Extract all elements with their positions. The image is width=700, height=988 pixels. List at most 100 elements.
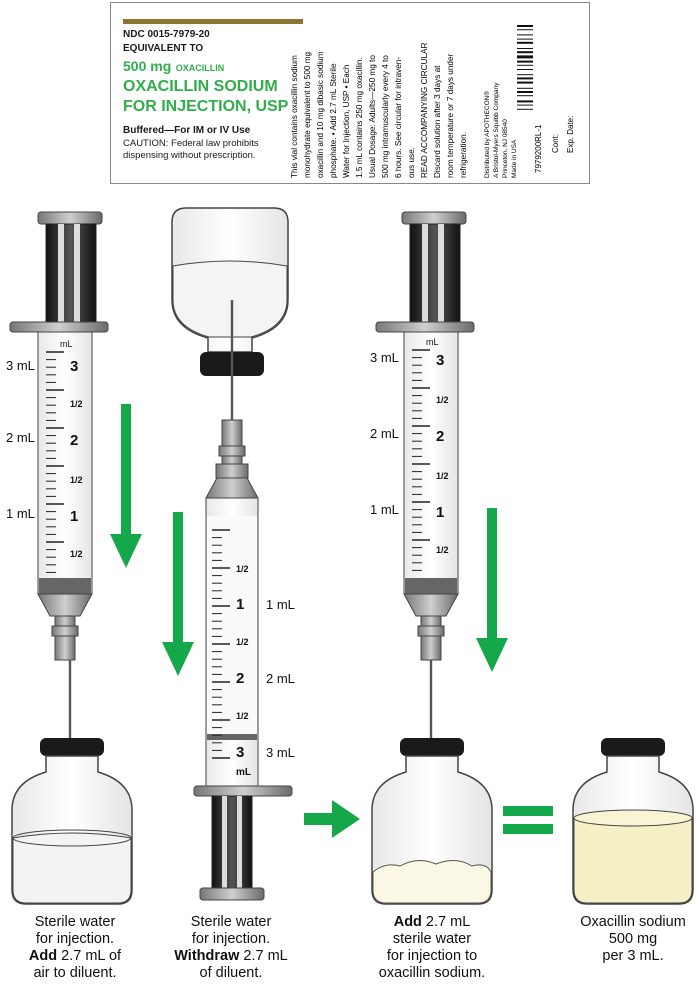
equivalent-text: EQUIVALENT TO [123, 43, 204, 54]
scale-number: 1 [70, 508, 78, 525]
caption-line: of diluent. [199, 965, 263, 981]
distributor-line: Princeton, NJ 08540 [502, 119, 509, 178]
label-gold-bar [123, 19, 303, 24]
scale-unit: mL [60, 339, 73, 349]
barcode-bar [517, 38, 533, 40]
caption-line: Oxacillin sodium [580, 914, 686, 930]
label-side-line: This vial contains oxacillin sodium [290, 55, 299, 178]
powder [372, 860, 492, 904]
label-side-line: Discard solution after 3 days at [433, 65, 442, 178]
arrow-down-3 [476, 508, 508, 672]
barcode-bar [517, 51, 533, 54]
barrel-flange [9, 321, 109, 333]
vial-1-sterile-water [11, 738, 133, 905]
caption-line: sterile water [392, 931, 472, 947]
equals-sign [503, 806, 553, 834]
s1-label-2ml: 2 mL [6, 430, 35, 445]
plunger-rod [211, 795, 253, 889]
drug-name-line1: OXACILLIN SODIUM [123, 78, 278, 95]
s1-label-3ml: 3 mL [6, 358, 35, 373]
caption-line: Add 2.7 mL of [0, 948, 150, 965]
arrow-down-1 [110, 404, 142, 568]
plunger-stopper-bottom [207, 734, 257, 740]
caption-text: 2.7 mL of [57, 948, 122, 964]
cont-label: Cont: [551, 134, 560, 153]
inverted-liquid [172, 260, 288, 338]
vial-cap [400, 738, 464, 756]
vial-cap [601, 738, 665, 756]
caption-line: oxacillin sodium. [378, 965, 486, 981]
scale-number: 1 [436, 504, 444, 521]
scale-number: 1/2 [70, 475, 83, 485]
strength-value: 500 mg [123, 58, 172, 74]
scale-number: 1/2 [436, 545, 449, 555]
buffered-text: Buffered—For IM or IV Use [123, 125, 251, 136]
barcode-bar [517, 48, 533, 49]
barcode-bar [517, 41, 533, 44]
needle-hub [420, 615, 442, 661]
label-side-line: Usual Dosage: Adults—250 mg to [368, 55, 377, 178]
caption-line: Add 2.7 mL [357, 914, 507, 931]
scale-number: 1/2 [436, 395, 449, 405]
caption-result: Oxacillin sodium 500 mg per 3 mL. [558, 914, 700, 965]
distributor-line: Made in USA [511, 139, 518, 178]
scale-number: 1/2 [236, 711, 249, 721]
barcode-bar [517, 77, 533, 80]
scale-number: 1/2 [436, 471, 449, 481]
syringe-3: 3 2 1 1/2 1/2 1/2 mL [375, 211, 475, 808]
distributor-line: Distributed by APOTHECON® [483, 91, 491, 178]
scale-number: 2 [70, 432, 78, 449]
barcode-bar [517, 60, 533, 63]
label-side-line: monohydrate equivalent to 500 mg [303, 51, 312, 178]
caption-line: for injection. [35, 931, 115, 947]
caption-step-1: Sterile water for injection. Add 2.7 mL … [0, 914, 150, 982]
scale-number: 3 [436, 352, 444, 369]
label-side-line: 500 mg intramuscularly every 4 to [381, 55, 390, 178]
barcode-bar [517, 34, 533, 36]
barrel-flange [375, 321, 475, 333]
barcode-bar [517, 29, 533, 31]
scale-number: mL [236, 767, 251, 778]
scale-number: 2 [436, 428, 444, 445]
barrel-flange [193, 785, 293, 797]
needle-hub [221, 419, 243, 465]
reconstitution-diagram: 3 2 1 1/2 1/2 1/2 mL 3 mL 2 mL 1 mL 1/2 1 1/2 2 1/… [6, 207, 694, 905]
scale-number: 1/2 [236, 637, 249, 647]
label-side-line: ous use. [407, 147, 416, 178]
plunger-rod [409, 223, 461, 325]
caption-line: for injection. [191, 931, 271, 947]
caption-line: per 3 mL. [602, 948, 664, 964]
vial-cap [40, 738, 104, 756]
exp-label: Exp. Date: [566, 116, 575, 153]
caption-line: for injection to [386, 948, 478, 964]
scale-number: 3 [70, 358, 78, 375]
caption-bold: Add [393, 914, 422, 930]
arrow-right [304, 800, 360, 838]
label-side-line: 6 hours. See circular for intraven- [394, 57, 403, 178]
arrow-down-2 [162, 512, 194, 676]
caption-bold: Add [28, 948, 58, 964]
barrel [37, 331, 93, 595]
plunger-rod [45, 223, 97, 325]
caption-line: 500 mg [608, 931, 658, 947]
ndc-number: NDC 0015-7979-20 [123, 29, 210, 40]
caption-line: Sterile water [190, 914, 272, 930]
caution-line1: CAUTION: Federal law prohibits [123, 138, 259, 149]
strength: 500 mg OXACILLIN [123, 58, 224, 76]
label-side-line: READ ACCOMPANYING CIRCULAR [420, 42, 429, 178]
vial-label-side-panel: This vial contains oxacillin sodium monoh… [290, 25, 575, 178]
caption-text: 2.7 mL [421, 914, 471, 930]
barcode-bar [517, 91, 533, 93]
caution-line2: dispensing without prescription. [123, 150, 256, 161]
barcode-bar [517, 81, 533, 84]
s2-label-2ml: 2 mL [266, 671, 295, 686]
scale-unit: mL [426, 337, 439, 347]
scale-number: 3 [236, 744, 244, 761]
barcode-bar [517, 64, 533, 66]
barcode-bar [517, 74, 533, 76]
scale-number: 1 [236, 596, 244, 613]
label-side-line: Water for Injection, USP • Each [342, 64, 351, 178]
vial-label: NDC 0015-7979-20 EQUIVALENT TO 500 mg OX… [110, 2, 590, 184]
plunger-stopper [405, 578, 457, 596]
